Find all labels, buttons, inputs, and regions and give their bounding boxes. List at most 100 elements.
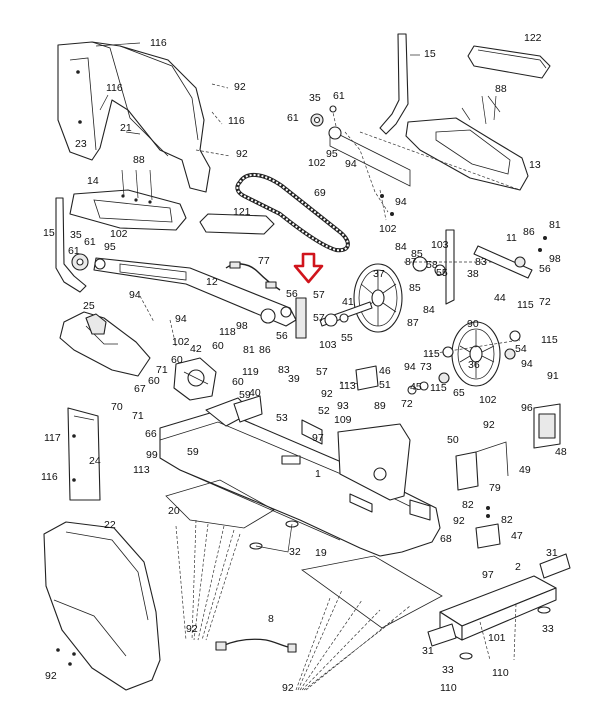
plate-19 xyxy=(295,555,443,691)
part-callout-label: 94 xyxy=(129,289,141,301)
part-callout-label: 102 xyxy=(479,394,497,406)
part-callout-label: 101 xyxy=(488,632,506,644)
part-callout-label: 91 xyxy=(547,370,559,382)
part-callout-label: 48 xyxy=(555,446,567,458)
part-callout-label: 57 xyxy=(313,312,325,324)
part-callout-label: 103 xyxy=(431,239,449,251)
part-callout-label: 35 xyxy=(309,92,321,104)
part-callout-label: 20 xyxy=(168,505,180,517)
part-callout-label: 94 xyxy=(521,358,533,370)
part-callout-label: 116 xyxy=(106,82,123,94)
part-callout-label: 19 xyxy=(315,547,327,559)
part-callout-label: 81 xyxy=(243,344,255,356)
part-callout-label: 61 xyxy=(84,236,96,248)
part-callout-label: 15 xyxy=(43,227,55,239)
part-callout-label: 12 xyxy=(206,276,218,288)
part-callout-label: 81 xyxy=(549,219,561,231)
front-shroud-22 xyxy=(43,521,161,691)
part-callout-label: 83 xyxy=(278,364,290,376)
part-callout-label: 92 xyxy=(186,623,198,635)
part-callout-label: 23 xyxy=(75,138,87,150)
part-callout-label: 54 xyxy=(515,343,527,355)
part-callout-label: 59 xyxy=(187,446,199,458)
part-callout-label: 73 xyxy=(420,361,432,373)
part-callout-label: 70 xyxy=(111,401,123,413)
part-callout-label: 55 xyxy=(341,332,353,344)
part-callout-label: 31 xyxy=(422,645,434,657)
part-callout-label: 60 xyxy=(232,376,244,388)
part-callout-label: 11 xyxy=(506,232,517,244)
main-frame-1 xyxy=(159,395,441,557)
part-callout-label: 84 xyxy=(395,241,407,253)
part-callout-label: 71 xyxy=(156,364,168,376)
part-callout-label: 92 xyxy=(282,682,294,694)
part-callout-label: 60 xyxy=(212,340,224,352)
part-callout-label: 25 xyxy=(83,300,95,312)
rear-stabilizer-2 xyxy=(427,553,571,661)
part-callout-label: 44 xyxy=(494,292,506,304)
part-callout-label: 93 xyxy=(337,400,349,412)
part-callout-label: 99 xyxy=(146,449,158,461)
part-callout-label: 35 xyxy=(70,229,82,241)
part-callout-label: 56 xyxy=(276,330,288,342)
part-callout-label: 57 xyxy=(316,366,328,378)
part-callout-label: 98 xyxy=(549,253,561,265)
part-callout-label: 52 xyxy=(318,405,330,417)
part-callout-label: 94 xyxy=(395,196,407,208)
part-callout-label: 24 xyxy=(89,455,101,467)
part-callout-label: 110 xyxy=(492,667,509,679)
tension-assembly xyxy=(339,365,450,395)
part-callout-label: 116 xyxy=(228,115,245,127)
part-callout-label: 31 xyxy=(546,547,558,559)
part-callout-label: 14 xyxy=(87,175,99,187)
part-callout-label: 53 xyxy=(276,412,288,424)
part-callout-label: 61 xyxy=(333,90,345,102)
part-callout-label: 40 xyxy=(249,387,261,399)
part-callout-label: 90 xyxy=(467,318,479,330)
part-callout-label: 116 xyxy=(41,471,58,483)
right-upright-handle xyxy=(379,33,420,135)
part-callout-label: 56 xyxy=(539,263,551,275)
part-callout-label: 102 xyxy=(308,157,326,169)
part-callout-label: 88 xyxy=(133,154,145,166)
part-callout-label: 41 xyxy=(342,296,354,308)
part-callout-label: 51 xyxy=(379,379,391,391)
part-callout-label: 117 xyxy=(44,432,61,444)
levellers-32 xyxy=(249,520,299,553)
part-callout-label: 92 xyxy=(236,148,248,160)
part-callout-label: 115 xyxy=(423,348,440,360)
part-callout-label: 60 xyxy=(148,375,160,387)
part-callout-label: 65 xyxy=(453,387,465,399)
plate-20 xyxy=(165,479,275,641)
cover-25 xyxy=(59,311,151,377)
part-callout-label: 56 xyxy=(286,288,298,300)
part-47 xyxy=(475,506,501,549)
part-callout-label: 92 xyxy=(45,670,57,682)
shield-24 xyxy=(67,407,101,501)
part-callout-label: 98 xyxy=(236,320,248,332)
part-callout-label: 69 xyxy=(314,187,326,199)
part-callout-label: 37 xyxy=(373,268,385,280)
flywheel-36 xyxy=(429,321,521,387)
part-callout-label: 86 xyxy=(523,226,535,238)
part-callout-label: 66 xyxy=(145,428,157,440)
part-callout-label: 42 xyxy=(190,343,202,355)
part-callout-label: 118 xyxy=(219,326,236,338)
part-callout-label: 55 xyxy=(436,267,448,279)
part-callout-label: 57 xyxy=(313,289,325,301)
part-callout-label: 2 xyxy=(515,561,521,573)
part-callout-label: 84 xyxy=(423,304,435,316)
part-callout-label: 1 xyxy=(315,468,321,480)
part-callout-label: 85 xyxy=(411,248,423,260)
part-callout-label: 115 xyxy=(430,382,447,394)
pedal-pad-122 xyxy=(467,45,551,79)
part-callout-label: 116 xyxy=(150,37,167,49)
part-callout-label: 59 xyxy=(239,389,251,401)
part-callout-label: 88 xyxy=(495,83,507,95)
drive-pulley-37 xyxy=(295,263,403,339)
part-callout-label: 82 xyxy=(501,514,513,526)
part-callout-label: 97 xyxy=(312,432,324,444)
part-callout-label: 49 xyxy=(519,464,531,476)
